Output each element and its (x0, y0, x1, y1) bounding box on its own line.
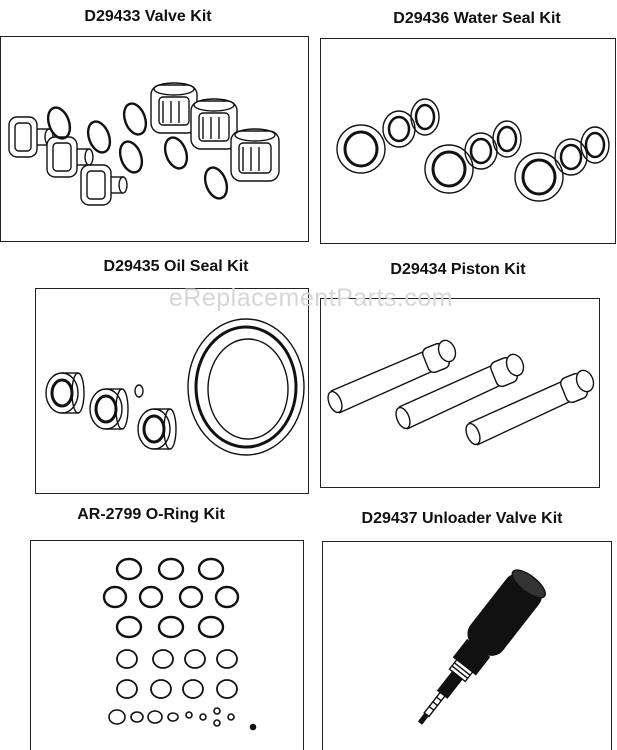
unloader-valve-kit-title: D29437 Unloader Valve Kit (361, 510, 563, 527)
piston-kit-title: D29434 Piston Kit (390, 261, 526, 278)
oring-kit-panel (30, 540, 304, 750)
valve-kit-title: D29433 Valve Kit (84, 8, 212, 25)
valve-cage-3 (80, 164, 128, 206)
water-seal-kit-panel (320, 38, 616, 244)
oil-seal-kit-panel (35, 288, 309, 494)
oil-seal-small-2 (89, 384, 144, 430)
unloader-valve-body (417, 569, 546, 725)
water-seal-set-1 (336, 98, 440, 174)
unloader-valve-illustration (417, 569, 546, 725)
valve-orings (46, 102, 229, 200)
piston-kit-panel (320, 298, 600, 488)
orings-row-4 (116, 649, 238, 669)
orings-row-5 (116, 679, 238, 699)
water-seal-set-3 (514, 126, 610, 202)
oil-seal-large (187, 318, 305, 456)
valve-seat-2 (190, 98, 238, 150)
orings-row-1 (115, 557, 225, 581)
oil-seal-kit-title: D29435 Oil Seal Kit (103, 258, 249, 275)
piston-kit-illustration (327, 339, 595, 446)
water-seal-kit-illustration (336, 98, 610, 202)
piston-2 (395, 353, 525, 430)
orings-row-2 (102, 585, 240, 609)
piston-3 (465, 369, 595, 446)
oil-seal-small-1 (45, 372, 85, 414)
valve-seat-3 (230, 128, 280, 182)
valve-seat-1 (150, 82, 198, 134)
oil-seal-kit-illustration (45, 318, 305, 456)
water-seal-kit-title: D29436 Water Seal Kit (393, 10, 561, 27)
orings-row-6 (108, 707, 257, 731)
water-seal-set-2 (424, 120, 522, 194)
oring-kit-illustration (102, 557, 257, 731)
valve-kit-panel (0, 36, 309, 242)
orings-row-3 (115, 615, 225, 639)
oil-seal-small-3 (137, 408, 177, 450)
unloader-valve-kit-panel (322, 541, 612, 750)
piston-1 (327, 339, 457, 414)
valve-cage-1 (8, 116, 54, 158)
valve-kit-illustration (8, 82, 280, 206)
oring-kit-title: AR-2799 O-Ring Kit (77, 506, 225, 523)
